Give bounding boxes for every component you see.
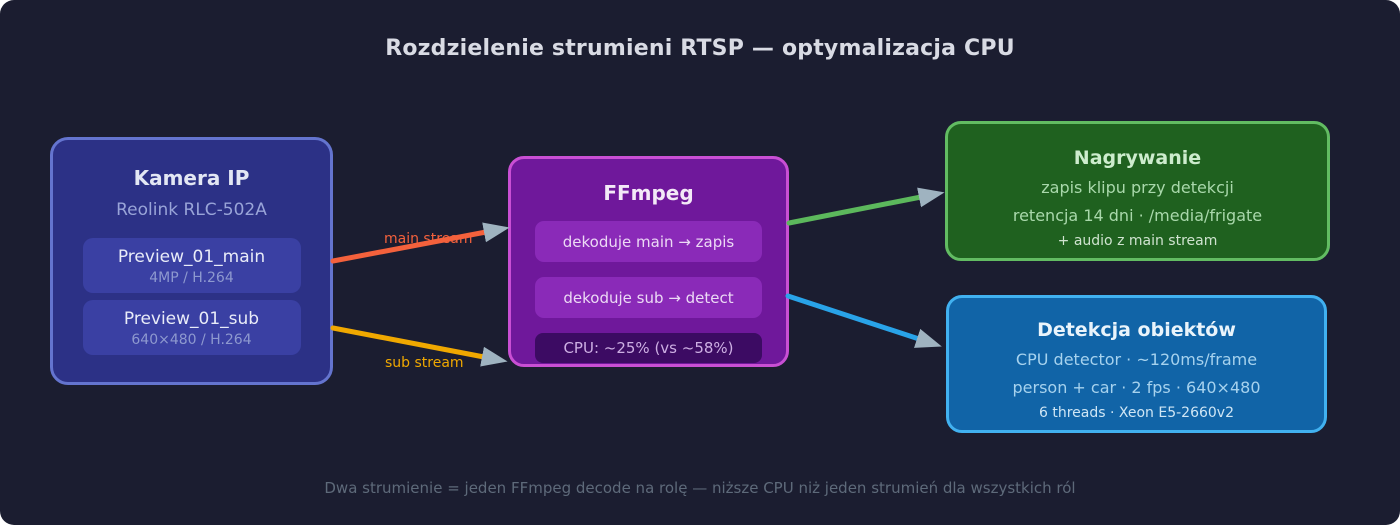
sub-stream-arrow xyxy=(330,325,508,367)
cpu-usage-badge: CPU: ~25% (vs ~58%) xyxy=(535,333,762,363)
to-detection-arrow xyxy=(785,293,942,348)
decode-sub-task: dekoduje sub → detect xyxy=(535,277,762,318)
recording-line-1: zapis klipu przy detekcji xyxy=(1041,178,1234,197)
page-title: Rozdzielenie strumieni RTSP — optymaliza… xyxy=(385,36,1015,61)
main-stream-arrow-label: main stream xyxy=(384,231,473,247)
footer-caption: Dwa strumienie = jeden FFmpeg decode na … xyxy=(324,479,1076,497)
detection-line-2: person + car · 2 fps · 640×480 xyxy=(1012,378,1261,398)
main-stream-spec: 4MP / H.264 xyxy=(149,270,234,286)
sub-stream-arrow-label: sub stream xyxy=(385,355,464,371)
camera-node: Kamera IP Reolink RLC-502A Preview_01_ma… xyxy=(50,137,333,385)
sub-stream-spec: 640×480 / H.264 xyxy=(131,332,252,348)
main-stream-name: Preview_01_main xyxy=(117,247,266,267)
ffmpeg-node: FFmpeg dekoduje main → zapis dekoduje su… xyxy=(508,156,789,367)
camera-title: Kamera IP xyxy=(133,166,250,190)
ffmpeg-title: FFmpeg xyxy=(603,181,694,205)
to-recording-arrow xyxy=(786,187,945,226)
sub-stream-name: Preview_01_sub xyxy=(123,309,260,329)
detection-node: Detekcja obiektów CPU detector · ~120ms/… xyxy=(946,295,1327,433)
detection-title: Detekcja obiektów xyxy=(1037,319,1236,341)
camera-model: Reolink RLC-502A xyxy=(116,200,267,220)
main-stream-box: Preview_01_main 4MP / H.264 xyxy=(82,238,301,293)
recording-title: Nagrywanie xyxy=(1073,147,1202,169)
detection-line-1: CPU detector · ~120ms/frame xyxy=(1015,350,1258,369)
recording-node: Nagrywanie zapis klipu przy detekcji ret… xyxy=(945,121,1330,261)
decode-main-task: dekoduje main → zapis xyxy=(535,221,762,262)
sub-stream-box: Preview_01_sub 640×480 / H.264 xyxy=(82,300,301,355)
detection-note: 6 threads · Xeon E5-2660v2 xyxy=(1039,405,1234,422)
recording-line-2: retencja 14 dni · /media/frigate xyxy=(1012,206,1263,226)
recording-note: + audio z main stream xyxy=(1057,233,1218,250)
